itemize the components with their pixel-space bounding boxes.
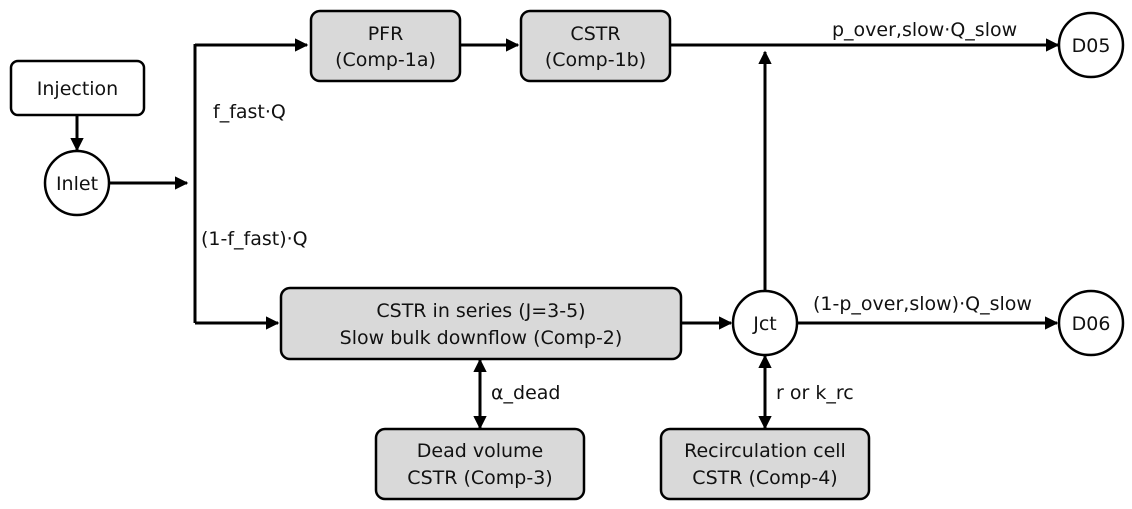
pfr-compartment: PFR (Comp-1a) <box>309 9 462 83</box>
label-flow-to-d06: (1-p_over,slow)·Q_slow <box>813 293 1032 315</box>
injection-label: Injection <box>37 78 118 100</box>
injection-box: Injection <box>9 59 146 117</box>
cstr-series-compartment: CSTR in series (J=3-5) Slow bulk downflo… <box>279 286 683 361</box>
junction-node: Jct <box>731 289 799 357</box>
cstr-fast-title: CSTR <box>570 23 620 45</box>
d05-label: D05 <box>1072 35 1111 57</box>
dead-volume-title: Dead volume <box>417 440 543 462</box>
label-slow-flow: (1-f_fast)·Q <box>201 228 308 250</box>
label-fast-flow: f_fast·Q <box>213 101 286 123</box>
label-recirc-exchange: r or k_rc <box>776 382 854 404</box>
recirculation-title: Recirculation cell <box>684 440 846 462</box>
cstr-fast-subtitle: (Comp-1b) <box>545 49 646 71</box>
pfr-subtitle: (Comp-1a) <box>335 49 436 71</box>
cstr-series-subtitle: Slow bulk downflow (Comp-2) <box>340 327 623 349</box>
pfr-title: PFR <box>368 23 404 45</box>
label-dead-exchange: α_dead <box>491 382 560 404</box>
junction-label: Jct <box>752 313 777 335</box>
outlet-d06-node: D06 <box>1057 289 1125 357</box>
d06-label: D06 <box>1072 313 1111 335</box>
cstr-fast-compartment: CSTR (Comp-1b) <box>519 9 672 83</box>
inlet-label: Inlet <box>56 173 98 195</box>
flow-lines <box>70 38 1060 430</box>
dead-volume-compartment: Dead volume CSTR (Comp-3) <box>374 427 586 501</box>
dead-volume-subtitle: CSTR (Comp-3) <box>407 467 552 489</box>
recirculation-subtitle: CSTR (Comp-4) <box>692 467 837 489</box>
outlet-d05-node: D05 <box>1057 11 1125 79</box>
label-flow-to-d05: p_over,slow·Q_slow <box>832 19 1017 41</box>
cstr-series-title: CSTR in series (J=3-5) <box>376 300 585 322</box>
recirculation-compartment: Recirculation cell CSTR (Comp-4) <box>659 427 871 501</box>
inlet-node: Inlet <box>43 149 111 217</box>
